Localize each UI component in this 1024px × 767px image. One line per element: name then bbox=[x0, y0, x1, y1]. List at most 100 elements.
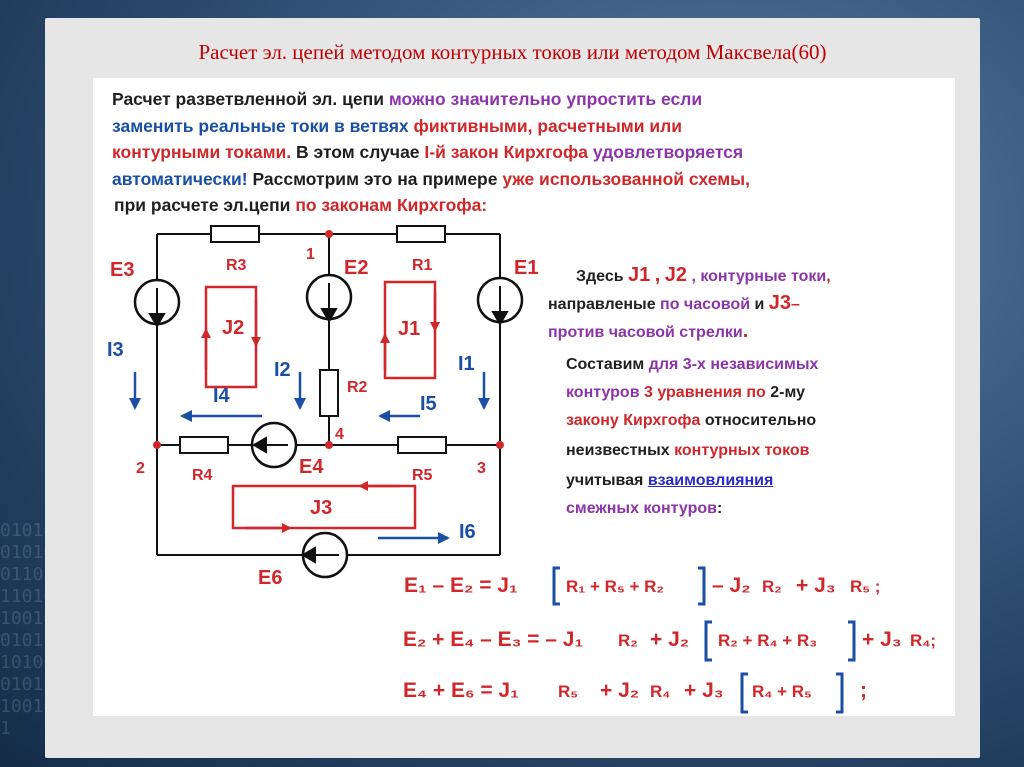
slide-title: Расчет эл. цепей методом контурных токов… bbox=[198, 40, 827, 64]
label-J1: J1 bbox=[398, 318, 420, 340]
note-text: 2-му bbox=[770, 384, 805, 401]
intro-text: Рассмотрим это на примере bbox=[252, 168, 503, 189]
label-J3: J3 bbox=[310, 497, 332, 519]
intro-text: уже использованной схемы bbox=[502, 168, 746, 189]
note-text: 3 уравнения по bbox=[643, 384, 771, 401]
intro-paragraph: Расчет разветвленной эл. цепи можно знач… bbox=[112, 86, 932, 219]
note-text: контурных токов bbox=[674, 442, 810, 459]
equation-1-part: + J₃ bbox=[796, 574, 836, 597]
equation-3-part: + J₂ bbox=[600, 679, 639, 702]
label-I3: I3 bbox=[107, 339, 124, 361]
intro-text: можно значительно упростить если bbox=[388, 89, 703, 109]
note-text: относительно bbox=[700, 412, 817, 429]
note-J2: J2 bbox=[664, 264, 688, 286]
equation-3: E₄ + E₆ = J₁ bbox=[403, 679, 519, 702]
bracket-right bbox=[698, 566, 706, 606]
intro-text: при расчете эл.цепи bbox=[114, 195, 296, 215]
node-2 bbox=[153, 441, 161, 449]
equation-2-part: + J₂ bbox=[650, 628, 689, 651]
label-R5: R5 bbox=[412, 467, 433, 484]
intro-text: удовлетворяется bbox=[588, 142, 744, 162]
label-I5: I5 bbox=[420, 393, 437, 415]
note-text: против часовой стрелки bbox=[548, 324, 743, 341]
note-text: учитывая bbox=[566, 472, 648, 489]
label-R4: R4 bbox=[192, 467, 213, 484]
note-text: контуров bbox=[566, 384, 644, 401]
note-text: и bbox=[750, 296, 769, 313]
label-R2: R2 bbox=[347, 379, 368, 396]
arrow-down-icon bbox=[320, 308, 338, 323]
equation-1-part: R₂ bbox=[762, 577, 782, 596]
bracket-left bbox=[704, 620, 712, 662]
intro-text: контурными токами. bbox=[112, 142, 297, 162]
note-line-8: учитывая взаимовлияния bbox=[566, 472, 773, 490]
note-text: Здесь bbox=[576, 268, 629, 285]
intro-text: , bbox=[745, 168, 750, 189]
note-text: закону Кирхгофа bbox=[566, 412, 701, 429]
label-E4: E4 bbox=[299, 456, 324, 478]
note-text: . bbox=[742, 320, 749, 342]
equation-3-part: ; bbox=[860, 679, 867, 702]
note-J3: J3 bbox=[768, 292, 792, 314]
resistor-R2 bbox=[319, 369, 339, 417]
arrow-down-icon bbox=[148, 313, 166, 328]
note-text: для 3-х независимых bbox=[648, 356, 819, 373]
note-line-1: Здесь J1 , J2 , контурные токи, bbox=[576, 264, 831, 286]
note-line-2: направленые по часовой и J3– bbox=[548, 292, 800, 315]
equation-3-part: R₄ + R₅ bbox=[752, 682, 812, 701]
note-line-3: против часовой стрелки. bbox=[548, 320, 748, 343]
label-node-3: 3 bbox=[477, 460, 486, 477]
intro-text: заменить реальные токи в ветвях bbox=[112, 115, 414, 136]
intro-text: Расчет разветвленной эл. цепи bbox=[112, 89, 389, 109]
label-I6: I6 bbox=[459, 521, 476, 543]
note-line-9: смежных контуров: bbox=[566, 500, 722, 518]
note-text: Составим bbox=[566, 356, 649, 373]
resistor-R5 bbox=[397, 436, 447, 454]
note-text: , контурные токи bbox=[691, 268, 827, 285]
equation-1: E₁ – E₂ = J₁ bbox=[404, 574, 518, 597]
bracket-left bbox=[740, 672, 748, 714]
equation-3-part: R₄ bbox=[650, 682, 670, 701]
label-E1: E1 bbox=[514, 257, 538, 279]
equation-1-part: R₁ + R₅ + R₂ bbox=[566, 577, 664, 596]
resistor-R4 bbox=[179, 436, 229, 454]
equation-2-part: R₂ bbox=[618, 631, 638, 650]
label-I1: I1 bbox=[458, 353, 475, 375]
note-line-4: Составим для 3-х независимых bbox=[566, 356, 818, 374]
intro-text: В этом случае bbox=[296, 142, 425, 162]
equation-2-part: + J₃ bbox=[862, 628, 902, 651]
note-text: смежных контуров bbox=[566, 500, 717, 517]
note-text: – bbox=[791, 296, 800, 313]
bracket-left bbox=[552, 566, 560, 606]
loop-J3 bbox=[231, 484, 417, 530]
equation-1-part: – J₂ bbox=[712, 574, 751, 597]
label-node-1: 1 bbox=[306, 246, 315, 263]
label-node-2: 2 bbox=[136, 460, 145, 477]
label-R3: R3 bbox=[226, 257, 247, 274]
arrow-left-icon bbox=[252, 436, 267, 454]
note-text: направленые bbox=[548, 296, 661, 313]
equation-1-part: R₅ ; bbox=[850, 577, 880, 596]
label-node-4: 4 bbox=[335, 426, 344, 443]
label-J2: J2 bbox=[222, 317, 244, 339]
bracket-right bbox=[848, 620, 856, 662]
node-4 bbox=[325, 441, 333, 449]
equation-3-part: R₅ bbox=[558, 682, 578, 701]
intro-text: фиктивными, расчетными или bbox=[413, 115, 683, 136]
arrow-left-icon bbox=[301, 546, 316, 564]
note-text: по часовой bbox=[660, 296, 751, 313]
intro-text: I-й закон Кирхгофа bbox=[424, 142, 588, 162]
node-1 bbox=[325, 230, 333, 238]
label-E2: E2 bbox=[344, 257, 368, 279]
resistor-R3 bbox=[210, 225, 260, 243]
equation-2-part: R₂ + R₄ + R₃ bbox=[718, 631, 817, 650]
note-text: , bbox=[826, 268, 831, 285]
note-text: : bbox=[716, 500, 723, 517]
label-I4: I4 bbox=[213, 385, 231, 407]
content-panel bbox=[93, 78, 955, 716]
note-line-5: контуров 3 уравнения по 2-му bbox=[566, 384, 805, 402]
arrow-down-icon bbox=[491, 311, 509, 326]
intro-text: по законам Кирхгофа: bbox=[295, 195, 488, 215]
equations: E₁ – E₂ = J₁ R₁ + R₅ + R₂ – J₂ R₂ + J₃ R… bbox=[403, 574, 936, 702]
